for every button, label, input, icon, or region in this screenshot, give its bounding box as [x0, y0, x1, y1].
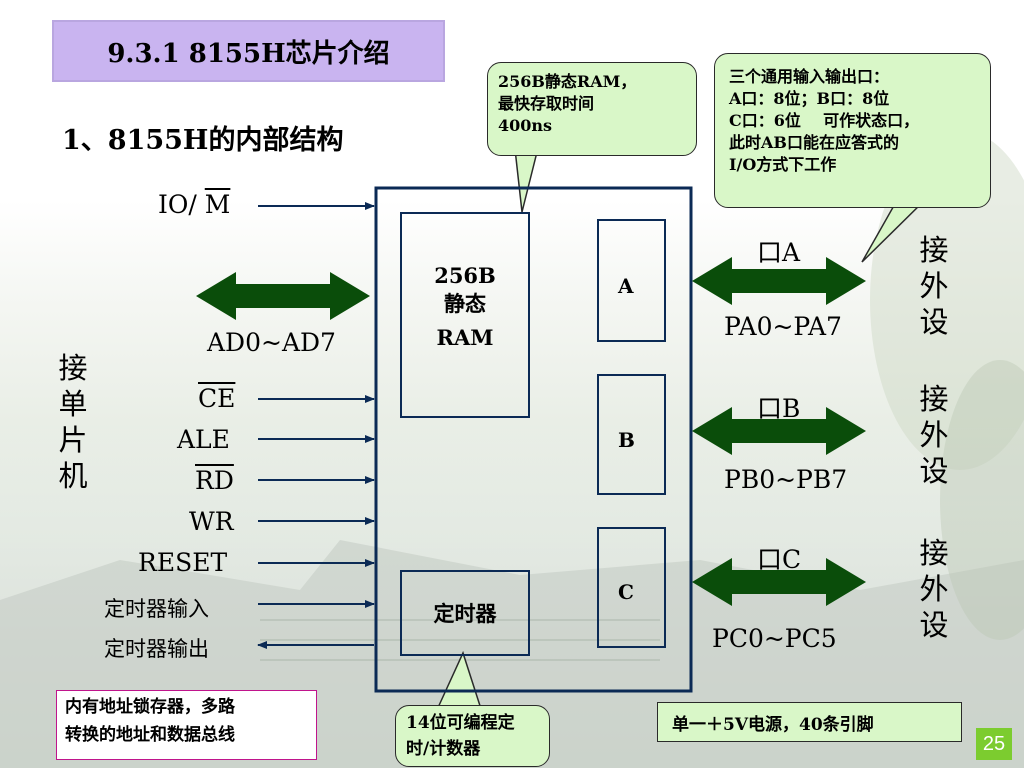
port-b-block	[597, 374, 666, 495]
section-heading: 1、8155H的内部结构	[62, 125, 344, 156]
io-m-bar: M	[204, 190, 231, 219]
ale-label: ALE	[177, 425, 230, 454]
ram-callout-line-2: 最快存取时间	[498, 94, 595, 113]
port-a-letter: A	[618, 274, 634, 298]
reset-label: RESET	[138, 548, 228, 577]
slide-title: 9.3.1 8155H芯片介绍	[52, 20, 445, 82]
timer-callout: 14位可编程定 时/计数器	[395, 705, 550, 767]
chip-8155h	[374, 186, 693, 693]
ram-block	[400, 212, 530, 418]
port-b-arrow	[692, 407, 866, 455]
ram-callout-line-3: 400ns	[498, 116, 553, 135]
ad-bus-arrow	[196, 272, 370, 320]
ad-bus-label: AD0~AD7	[207, 328, 336, 357]
port-b-letter: B	[618, 428, 635, 452]
timer-callout-tail	[434, 650, 484, 713]
ram-block-label: 256B 静态 RAM	[434, 263, 496, 350]
port-a-name: 口A	[757, 238, 801, 267]
io-callout-line-4: 此时AB口能在应答式的	[729, 133, 899, 152]
peripheral-label-b: 接 外 设	[919, 382, 949, 488]
port-c-letter: C	[618, 580, 634, 604]
ram-callout-line-1: 256B静态RAM，	[498, 72, 637, 91]
io-ports-callout: 三个通用输入输出口： A口：8位；B口：8位 C口：6位 可作状态口， 此时AB…	[714, 53, 991, 208]
timer-block-label: 定时器	[433, 601, 497, 626]
io-callout-line-2: A口：8位；B口：8位	[729, 89, 890, 108]
port-b-name: 口B	[757, 394, 801, 423]
port-a-pins: PA0~PA7	[724, 312, 842, 341]
port-c-pins: PC0~PC5	[712, 624, 837, 653]
latch-callout: 内有地址锁存器，多路 转换的地址和数据总线	[56, 690, 317, 760]
peripheral-label-a: 接 外 设	[919, 233, 949, 339]
port-a-arrow	[692, 257, 866, 305]
ram-callout: 256B静态RAM， 最快存取时间 400ns	[487, 62, 697, 156]
timer-output-label: 定时器输出	[104, 637, 209, 661]
io-callout-line-3: C口：6位 可作状态口，	[729, 111, 920, 130]
wr-label: WR	[189, 507, 234, 536]
port-c-arrow	[692, 558, 866, 606]
io-callout-line-5: I/O方式下工作	[729, 155, 837, 174]
peripheral-label-c: 接 外 设	[919, 536, 949, 642]
port-c-block	[597, 527, 666, 648]
port-a-block	[597, 219, 666, 342]
power-callout: 单一＋5V电源，40条引脚	[657, 702, 962, 742]
io-callout-line-1: 三个通用输入输出口：	[729, 67, 890, 86]
timer-input-label: 定时器输入	[104, 597, 209, 621]
timer-block	[400, 570, 530, 656]
io-m-label: IO/ M	[158, 190, 230, 219]
io-m-prefix: IO/	[158, 190, 197, 219]
mcu-side-label: 接 单 片 机	[58, 351, 88, 493]
port-b-pins: PB0~PB7	[724, 465, 848, 494]
rd-label: RD	[195, 466, 234, 495]
ce-label: CE	[198, 384, 236, 413]
page-number-badge: 25	[976, 728, 1012, 760]
port-c-name: 口C	[757, 545, 802, 574]
